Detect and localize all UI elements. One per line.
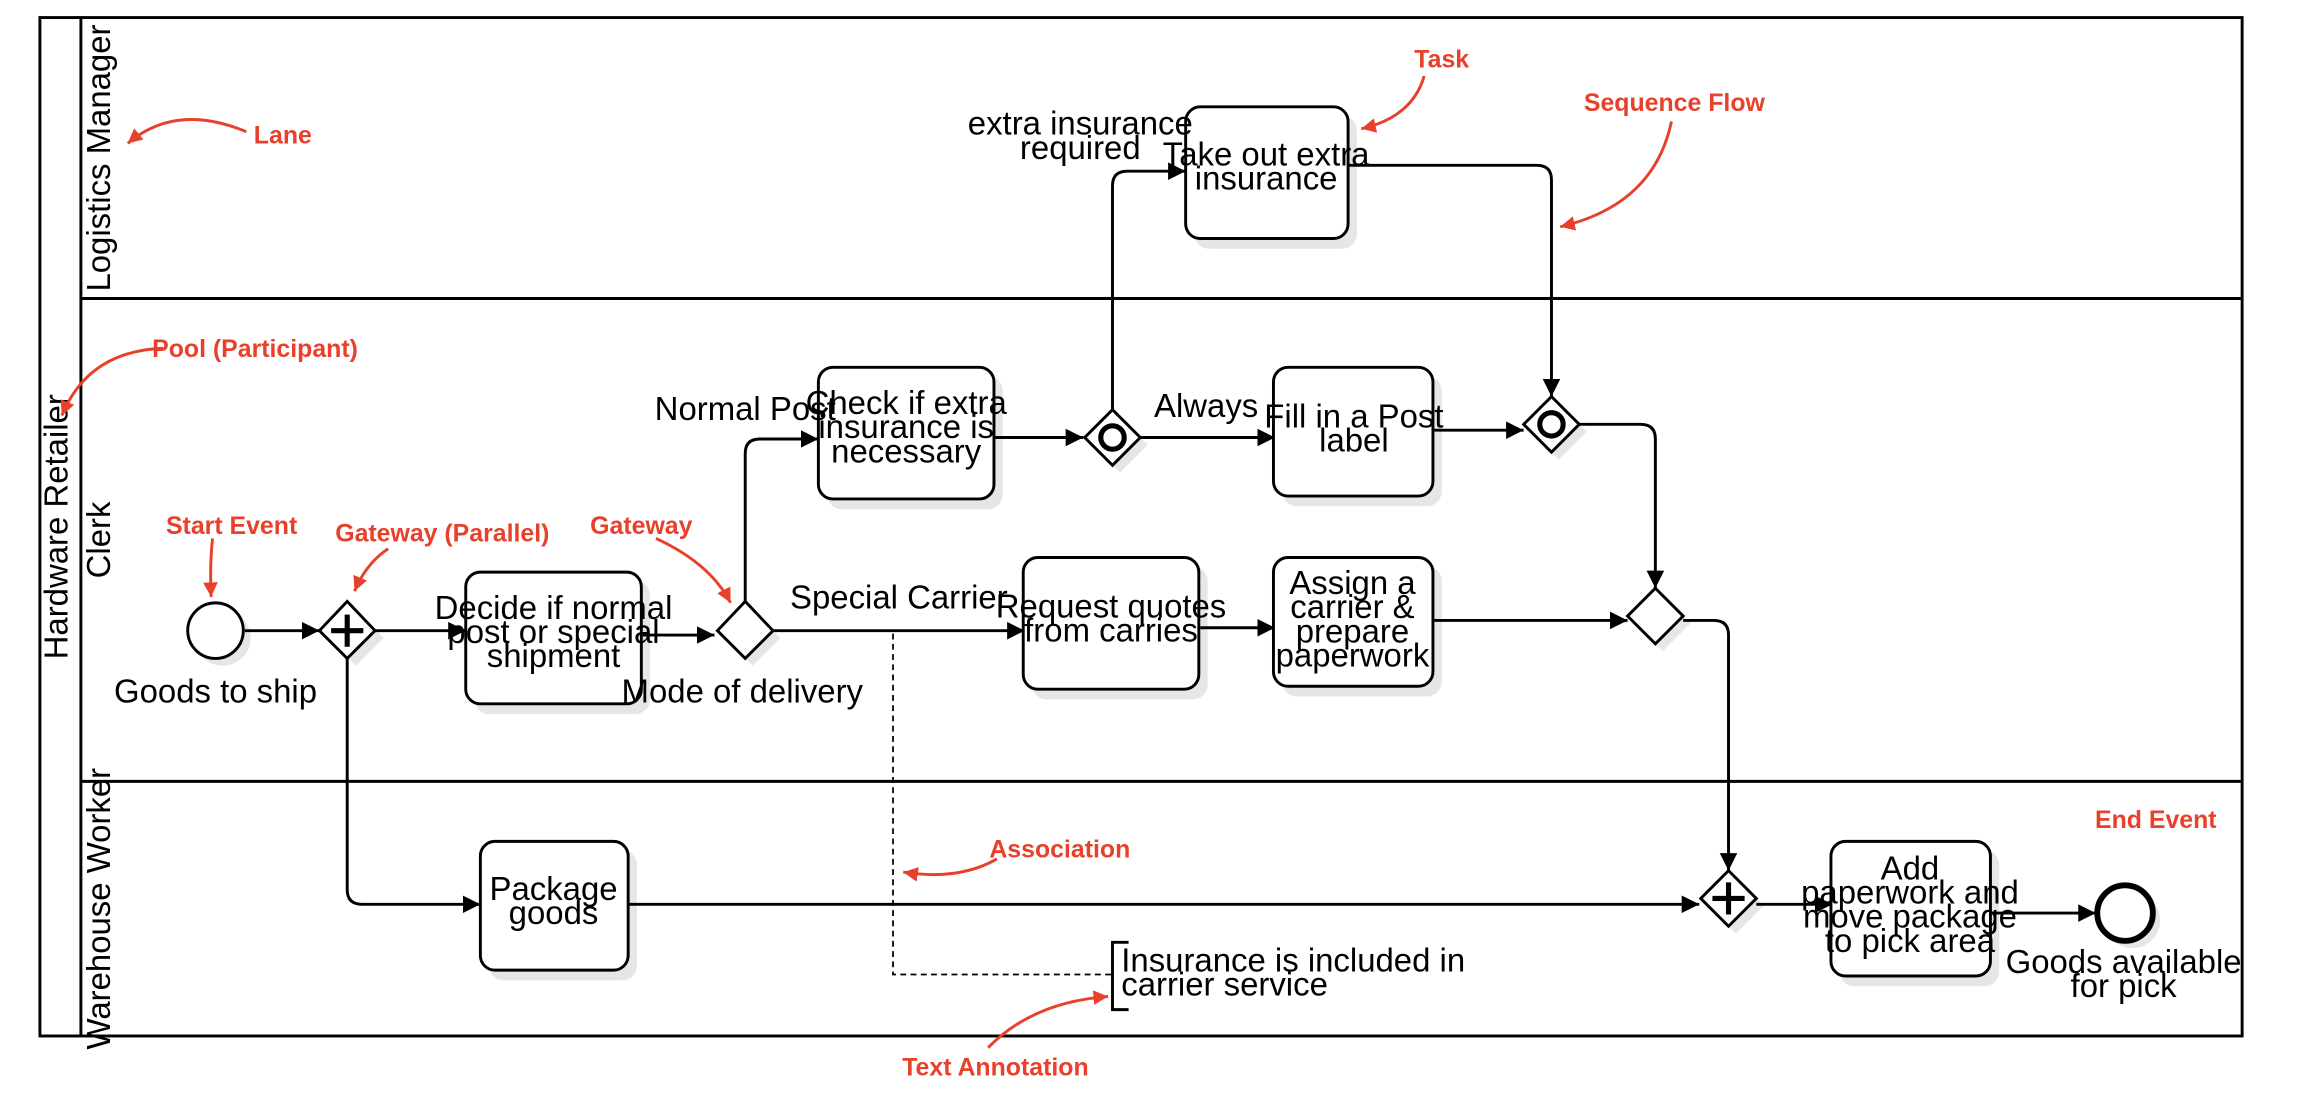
gateway-label-mode-of-delivery: Mode of delivery [622, 672, 864, 709]
annotation-start-event: Start Event [166, 512, 297, 540]
text-annotation-label-line-1: Insurance is included in [1121, 942, 1465, 979]
circle-icon [1098, 423, 1127, 452]
annotation-pool: Pool (Participant) [152, 335, 358, 363]
annotation-task: Task [1414, 45, 1469, 73]
task-check-extra-insurance[interactable] [816, 365, 996, 501]
start-event-circle[interactable] [186, 601, 245, 660]
task-add-paperwork[interactable] [1829, 839, 1992, 978]
start-event-label-line-1: Goods to ship [114, 672, 317, 709]
lane-label-clerk: Clerk [80, 501, 117, 578]
task-decide-shipment-label-line-1: Decide if normal [435, 589, 673, 626]
exclusive-gateway-mode-of-delivery[interactable] [715, 599, 776, 661]
lane-label-warehouse-worker: Warehouse Worker [80, 768, 117, 1050]
text-annotation-bracket [1111, 940, 1129, 1012]
circle-icon [1537, 410, 1566, 439]
task-decide-shipment-label-line-3: shipment [487, 637, 621, 674]
flow-label-extra-insurance-line-2: required [1020, 129, 1141, 166]
task-check-insurance-label-line-3: necessary [831, 432, 982, 469]
annotation-lane: Lane [254, 121, 312, 149]
end-event-label-line-1: Goods available [2006, 943, 2242, 980]
task-take-out-insurance-label-line-2: insurance [1195, 159, 1338, 196]
task-decide-shipment[interactable] [464, 570, 643, 706]
parallel-gateway-split[interactable] [317, 599, 378, 661]
task-check-insurance-label-line-1: Check if extra [806, 384, 1008, 421]
flow-label-always: Always [1154, 387, 1258, 424]
end-event-label-line-2: for pick [2071, 967, 2178, 1004]
task-package-goods[interactable] [478, 839, 630, 972]
task-assign-carrier-label-line-1: Assign a [1289, 564, 1416, 601]
task-request-quotes[interactable] [1021, 556, 1201, 691]
plus-icon [331, 614, 364, 647]
end-event-circle[interactable] [2094, 882, 2156, 944]
task-assign-carrier-label-line-3: prepare [1296, 612, 1409, 649]
annotation-gateway: Gateway [590, 512, 692, 540]
inclusive-gateway-split[interactable] [1082, 407, 1143, 468]
plus-icon [1712, 882, 1745, 915]
task-add-paperwork-label-line-2: paperwork and [1801, 874, 2019, 911]
task-check-insurance-label-line-2: insurance is [818, 408, 994, 445]
task-request-quotes-label-line-1: Request quotes [996, 587, 1227, 624]
task-fill-post-label-label-line-2: label [1319, 421, 1389, 458]
task-take-out-insurance-label-line-1: Take out extra [1163, 135, 1370, 172]
task-fill-post-label[interactable] [1271, 365, 1435, 498]
task-assign-carrier[interactable] [1271, 556, 1435, 688]
annotation-gateway-parallel: Gateway (Parallel) [335, 519, 549, 547]
inclusive-gateway-merge[interactable] [1521, 394, 1582, 455]
flow-label-special-carrier: Special Carrier [790, 579, 1008, 616]
annotation-sequence-flow: Sequence Flow [1584, 89, 1766, 117]
flow-label-normal-post: Normal Post [655, 390, 836, 427]
annotation-end-event: End Event [2095, 806, 2217, 834]
sequence-flows [244, 162, 2096, 922]
task-request-quotes-label-line-2: from carries [1024, 612, 1198, 649]
exclusive-gateway-merge[interactable] [1625, 586, 1686, 646]
task-take-out-extra-insurance[interactable] [1184, 105, 1350, 240]
flow-label-extra-insurance-line-1: extra insurance [968, 105, 1193, 142]
text-annotation-label-line-2: carrier service [1121, 966, 1328, 1003]
pool: Hardware Retailer [38, 16, 2244, 1038]
task-assign-carrier-label-line-2: carrier & [1290, 588, 1414, 625]
task-add-paperwork-label-line-4: to pick area [1825, 922, 1996, 959]
pool-label: Hardware Retailer [38, 394, 75, 659]
task-assign-carrier-label-line-4: paperwork [1276, 637, 1430, 674]
lane-label-logistics-manager: Logistics Manager [80, 24, 117, 291]
annotation-association: Association [989, 835, 1130, 863]
association-line [892, 633, 1112, 976]
task-add-paperwork-label-line-1: Add [1881, 849, 1940, 886]
task-decide-shipment-label-line-2: post or special [447, 613, 659, 650]
task-package-goods-label-line-2: goods [509, 894, 599, 931]
explanatory-annotations [60, 75, 1673, 1049]
task-add-paperwork-label-line-3: move package [1803, 898, 2017, 935]
task-fill-post-label-label-line-1: Fill in a Post [1264, 397, 1443, 434]
task-package-goods-label-line-1: Package [489, 870, 617, 907]
annotation-text-annotation: Text Annotation [902, 1053, 1088, 1081]
parallel-gateway-join[interactable] [1698, 868, 1759, 929]
